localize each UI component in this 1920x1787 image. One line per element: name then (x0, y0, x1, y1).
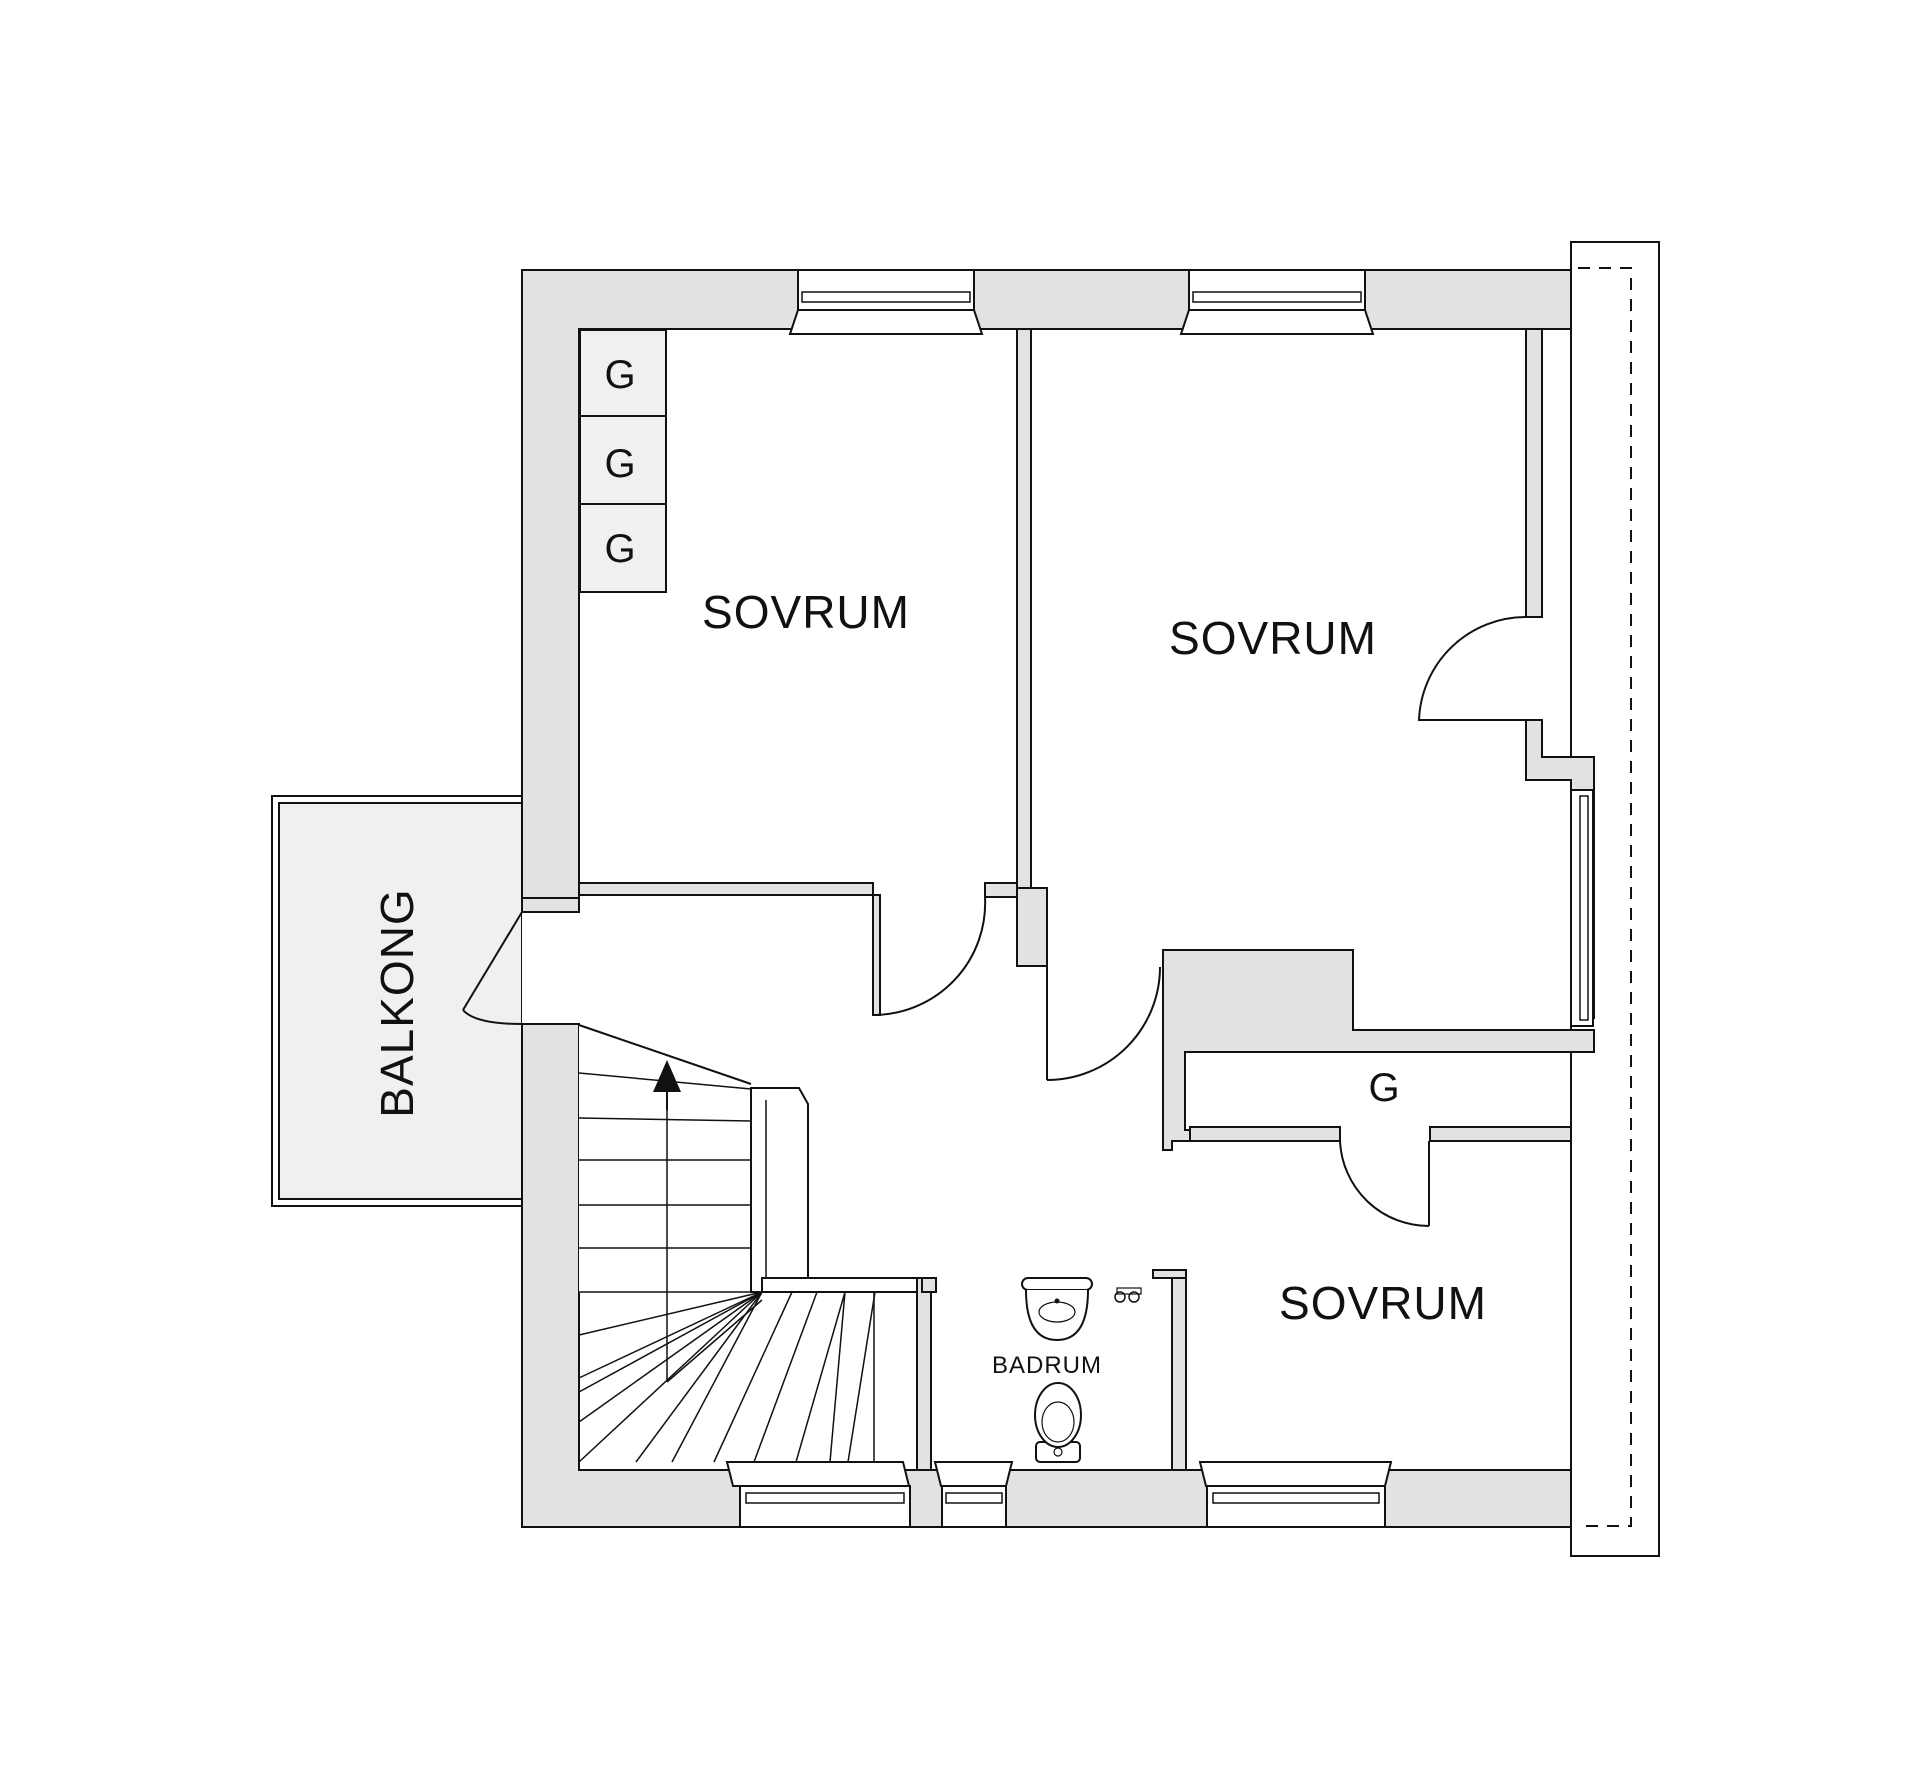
door-swings (872, 616, 1527, 1228)
window-right (1570, 789, 1594, 1027)
label-bathroom: BADRUM (992, 1352, 1102, 1379)
closet-label-4: G (1368, 1066, 1399, 1110)
window-bottom-bath (933, 1461, 1014, 1528)
closet-2 (579, 415, 667, 505)
label-balcony: BALKONG (371, 888, 423, 1117)
label-bedroom-bottom-right: SOVRUM (1279, 1277, 1487, 1329)
bathroom-fixtures (1021, 1277, 1142, 1463)
closet-label-3: G (604, 527, 635, 571)
faucet-icon (1114, 1287, 1142, 1303)
closet-label-2: G (604, 442, 635, 486)
closet-1 (579, 329, 667, 417)
window-top-left (788, 269, 984, 335)
stair-arrow-icon (653, 1060, 681, 1092)
window-bottom-stair (725, 1461, 911, 1528)
window-top-right (1179, 269, 1375, 335)
sink-icon (1025, 1289, 1089, 1342)
window-bottom-right (1198, 1461, 1393, 1528)
closet-label-1: G (604, 353, 635, 397)
closet-3 (579, 503, 667, 593)
balcony-door (462, 911, 580, 1025)
balcony (271, 795, 523, 1207)
toilet-icon (1034, 1382, 1082, 1463)
closet-column (579, 329, 667, 593)
label-bedroom-top-right: SOVRUM (1169, 612, 1377, 664)
staircase (578, 1024, 918, 1463)
label-bedroom-top-left: SOVRUM (702, 586, 910, 638)
